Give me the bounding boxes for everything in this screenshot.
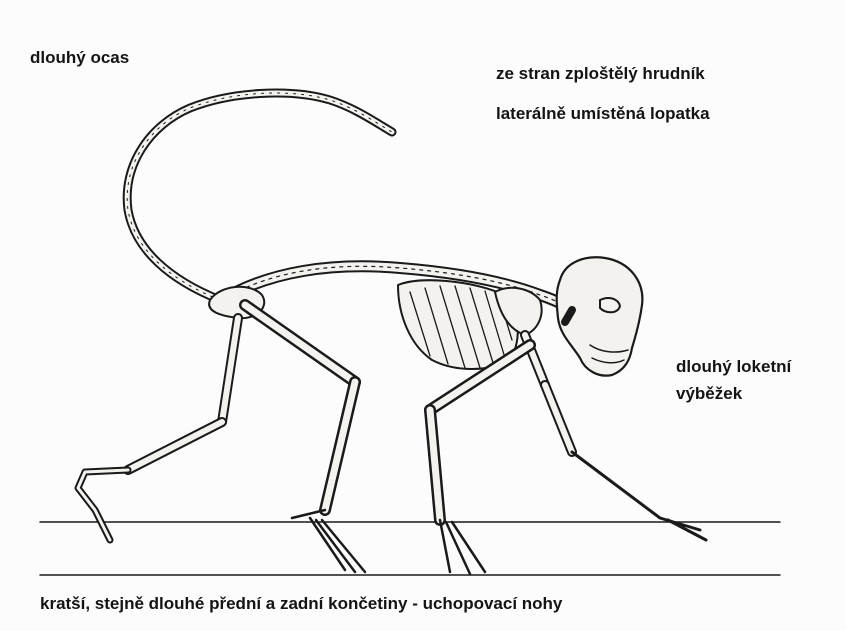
label-flattened-chest: ze stran zploštělý hrudník: [496, 62, 705, 86]
hind-leg-back: [78, 318, 238, 540]
label-olecranon-line2: výběžek: [676, 382, 742, 406]
label-lateral-scapula: laterálně umístěná lopatka: [496, 102, 710, 126]
label-olecranon-line1: dlouhý loketní: [676, 355, 791, 379]
front-leg-front: [430, 345, 530, 574]
label-long-tail: dlouhý ocas: [30, 46, 129, 70]
label-limbs-caption: kratší, stejně dlouhé přední a zadní kon…: [40, 592, 562, 616]
hind-leg-front: [245, 305, 365, 572]
